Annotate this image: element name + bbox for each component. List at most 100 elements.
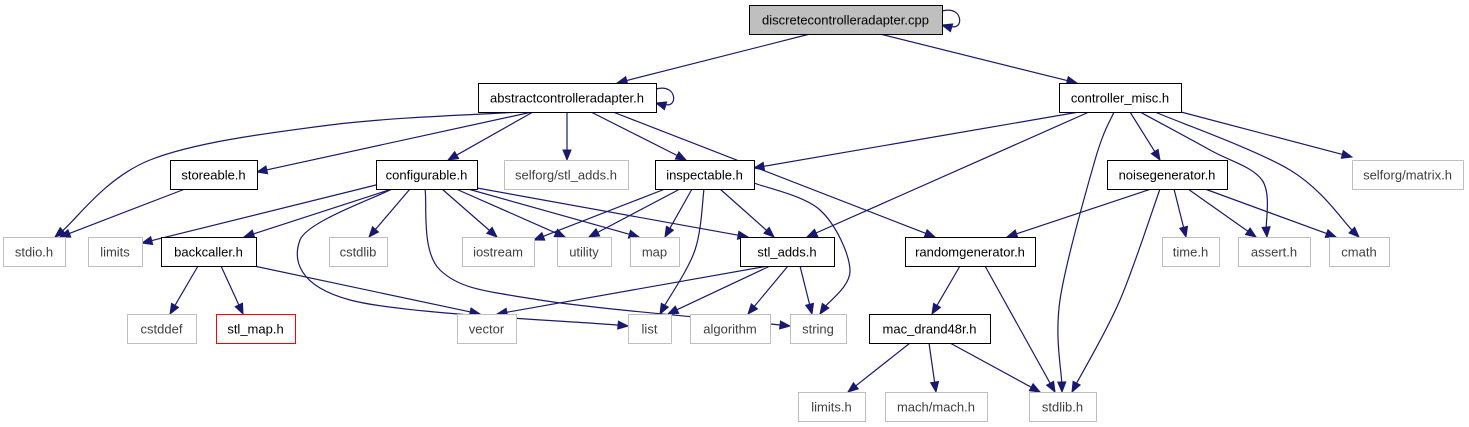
node-noise-label: noisegenerator.h bbox=[1119, 168, 1216, 183]
node-list-box bbox=[628, 314, 672, 344]
node-machh-label: mach/mach.h bbox=[897, 400, 975, 415]
node-insp-label: inspectable.h bbox=[666, 168, 743, 183]
nodes-layer: discretecontrolleradapter.cpp abstractcon… bbox=[3, 5, 1464, 422]
node-machh-box bbox=[885, 392, 988, 422]
edge-macd-to-limitsh bbox=[846, 342, 911, 393]
edge-insp-to-stladds bbox=[719, 188, 776, 238]
node-macd-label: mac_drand48r.h bbox=[883, 322, 977, 337]
node-matrix-box bbox=[1352, 160, 1464, 190]
edge-cm-to-stladds bbox=[805, 111, 1090, 238]
node-sfstl: selforg/stl_adds.h bbox=[504, 160, 629, 190]
node-conf-box bbox=[376, 160, 478, 190]
node-stladds-label: stl_adds.h bbox=[757, 245, 816, 260]
node-randg-label: randomgenerator.h bbox=[915, 245, 1025, 260]
edge-insp-to-string bbox=[753, 182, 851, 316]
edge-backc-to-cstddef bbox=[169, 265, 199, 316]
node-time-box bbox=[1162, 237, 1220, 267]
node-iostream-box bbox=[462, 237, 535, 267]
node-stlmap: stl_map.h bbox=[216, 314, 296, 344]
edge-conf-to-iostream bbox=[441, 188, 499, 238]
node-macd[interactable]: mac_drand48r.h bbox=[869, 314, 991, 344]
node-stladds-box bbox=[740, 237, 835, 267]
node-algorithm: algorithm bbox=[690, 314, 771, 344]
node-conf[interactable]: configurable.h bbox=[376, 160, 478, 190]
edge-root-to-root bbox=[940, 9, 961, 33]
node-machh: mach/mach.h bbox=[885, 392, 988, 422]
edge-conf-to-limits bbox=[140, 183, 381, 246]
edge-insp-to-map bbox=[664, 188, 693, 239]
node-stdio: stdio.h bbox=[3, 237, 66, 267]
node-root-box bbox=[749, 5, 943, 35]
node-cstddef-label: cstddef bbox=[141, 322, 183, 337]
node-cmath-label: cmath bbox=[1341, 245, 1376, 260]
edge-root-to-aca bbox=[615, 33, 811, 85]
node-stdio-label: stdio.h bbox=[15, 245, 53, 260]
node-time-label: time.h bbox=[1173, 245, 1208, 260]
node-cm[interactable]: controller_misc.h bbox=[1059, 83, 1182, 113]
node-utility-label: utility bbox=[569, 245, 599, 260]
node-vector: vector bbox=[457, 314, 517, 344]
node-cstdlib-box bbox=[329, 237, 388, 267]
node-limitsh-box bbox=[798, 392, 866, 422]
edge-noise-to-time bbox=[1173, 188, 1189, 239]
node-macd-box bbox=[869, 314, 991, 344]
node-stlmap-label: stl_map.h bbox=[227, 322, 283, 337]
node-cm-box bbox=[1059, 83, 1182, 113]
node-algorithm-box bbox=[690, 314, 771, 344]
node-insp-box bbox=[655, 160, 755, 190]
node-iostream-label: iostream bbox=[473, 245, 523, 260]
edge-aca-to-aca bbox=[654, 87, 675, 111]
node-backc[interactable]: backcaller.h bbox=[161, 237, 257, 267]
node-stdlib: stdlib.h bbox=[1029, 392, 1097, 422]
edge-cm-to-insp bbox=[752, 111, 1080, 171]
edge-conf-to-backc bbox=[242, 188, 393, 239]
node-stdio-box bbox=[3, 237, 66, 267]
edge-conf-to-utility bbox=[455, 188, 567, 238]
node-store[interactable]: storeable.h bbox=[170, 160, 258, 190]
edge-noise-to-stdlib bbox=[1071, 188, 1161, 394]
node-iostream: iostream bbox=[462, 237, 535, 267]
node-stdlib-box bbox=[1029, 392, 1097, 422]
edge-conf-to-cstdlib bbox=[368, 188, 411, 239]
node-map-box bbox=[630, 237, 680, 267]
node-stladds[interactable]: stl_adds.h bbox=[740, 237, 835, 267]
node-algorithm-label: algorithm bbox=[703, 322, 756, 337]
node-matrix-label: selforg/matrix.h bbox=[1363, 168, 1452, 183]
edge-stladds-to-string bbox=[799, 265, 815, 316]
node-string-box bbox=[790, 314, 847, 344]
node-vector-box bbox=[457, 314, 517, 344]
node-cstdlib-label: cstdlib bbox=[340, 245, 377, 260]
node-root[interactable]: discretecontrolleradapter.cpp bbox=[749, 5, 943, 35]
node-cm-label: controller_misc.h bbox=[1071, 91, 1169, 106]
node-aca[interactable]: abstractcontrolleradapter.h bbox=[478, 83, 657, 113]
node-cstdlib: cstdlib bbox=[329, 237, 388, 267]
node-assert-box bbox=[1238, 237, 1311, 267]
node-matrix: selforg/matrix.h bbox=[1352, 160, 1464, 190]
node-limits-label: limits bbox=[100, 245, 130, 260]
edge-cm-to-noise bbox=[1129, 111, 1161, 162]
node-cstddef: cstddef bbox=[127, 314, 197, 344]
node-list-label: list bbox=[642, 322, 658, 337]
node-sfstl-box bbox=[504, 160, 629, 190]
edge-randg-to-stdlib bbox=[984, 265, 1056, 394]
node-map-label: map bbox=[642, 245, 667, 260]
node-store-box bbox=[170, 160, 258, 190]
node-time: time.h bbox=[1162, 237, 1220, 267]
node-randg[interactable]: randomgenerator.h bbox=[905, 237, 1036, 267]
edge-stladds-to-list bbox=[666, 265, 771, 315]
node-vector-label: vector bbox=[469, 322, 505, 337]
node-noise[interactable]: noisegenerator.h bbox=[1107, 160, 1228, 190]
node-root-label: discretecontrolleradapter.cpp bbox=[762, 13, 929, 28]
node-string-label: string bbox=[802, 322, 834, 337]
edge-cm-to-assert bbox=[1139, 111, 1271, 239]
node-insp[interactable]: inspectable.h bbox=[655, 160, 755, 190]
edge-aca-to-sfstl bbox=[562, 112, 572, 162]
edge-macd-to-machh bbox=[928, 342, 940, 394]
node-limitsh-label: limits.h bbox=[811, 400, 851, 415]
node-stlmap-box bbox=[216, 314, 296, 344]
edge-stladds-to-vector bbox=[495, 265, 769, 317]
node-limits-box bbox=[88, 237, 143, 267]
node-limits: limits bbox=[88, 237, 143, 267]
edge-randg-to-macd bbox=[931, 265, 961, 316]
